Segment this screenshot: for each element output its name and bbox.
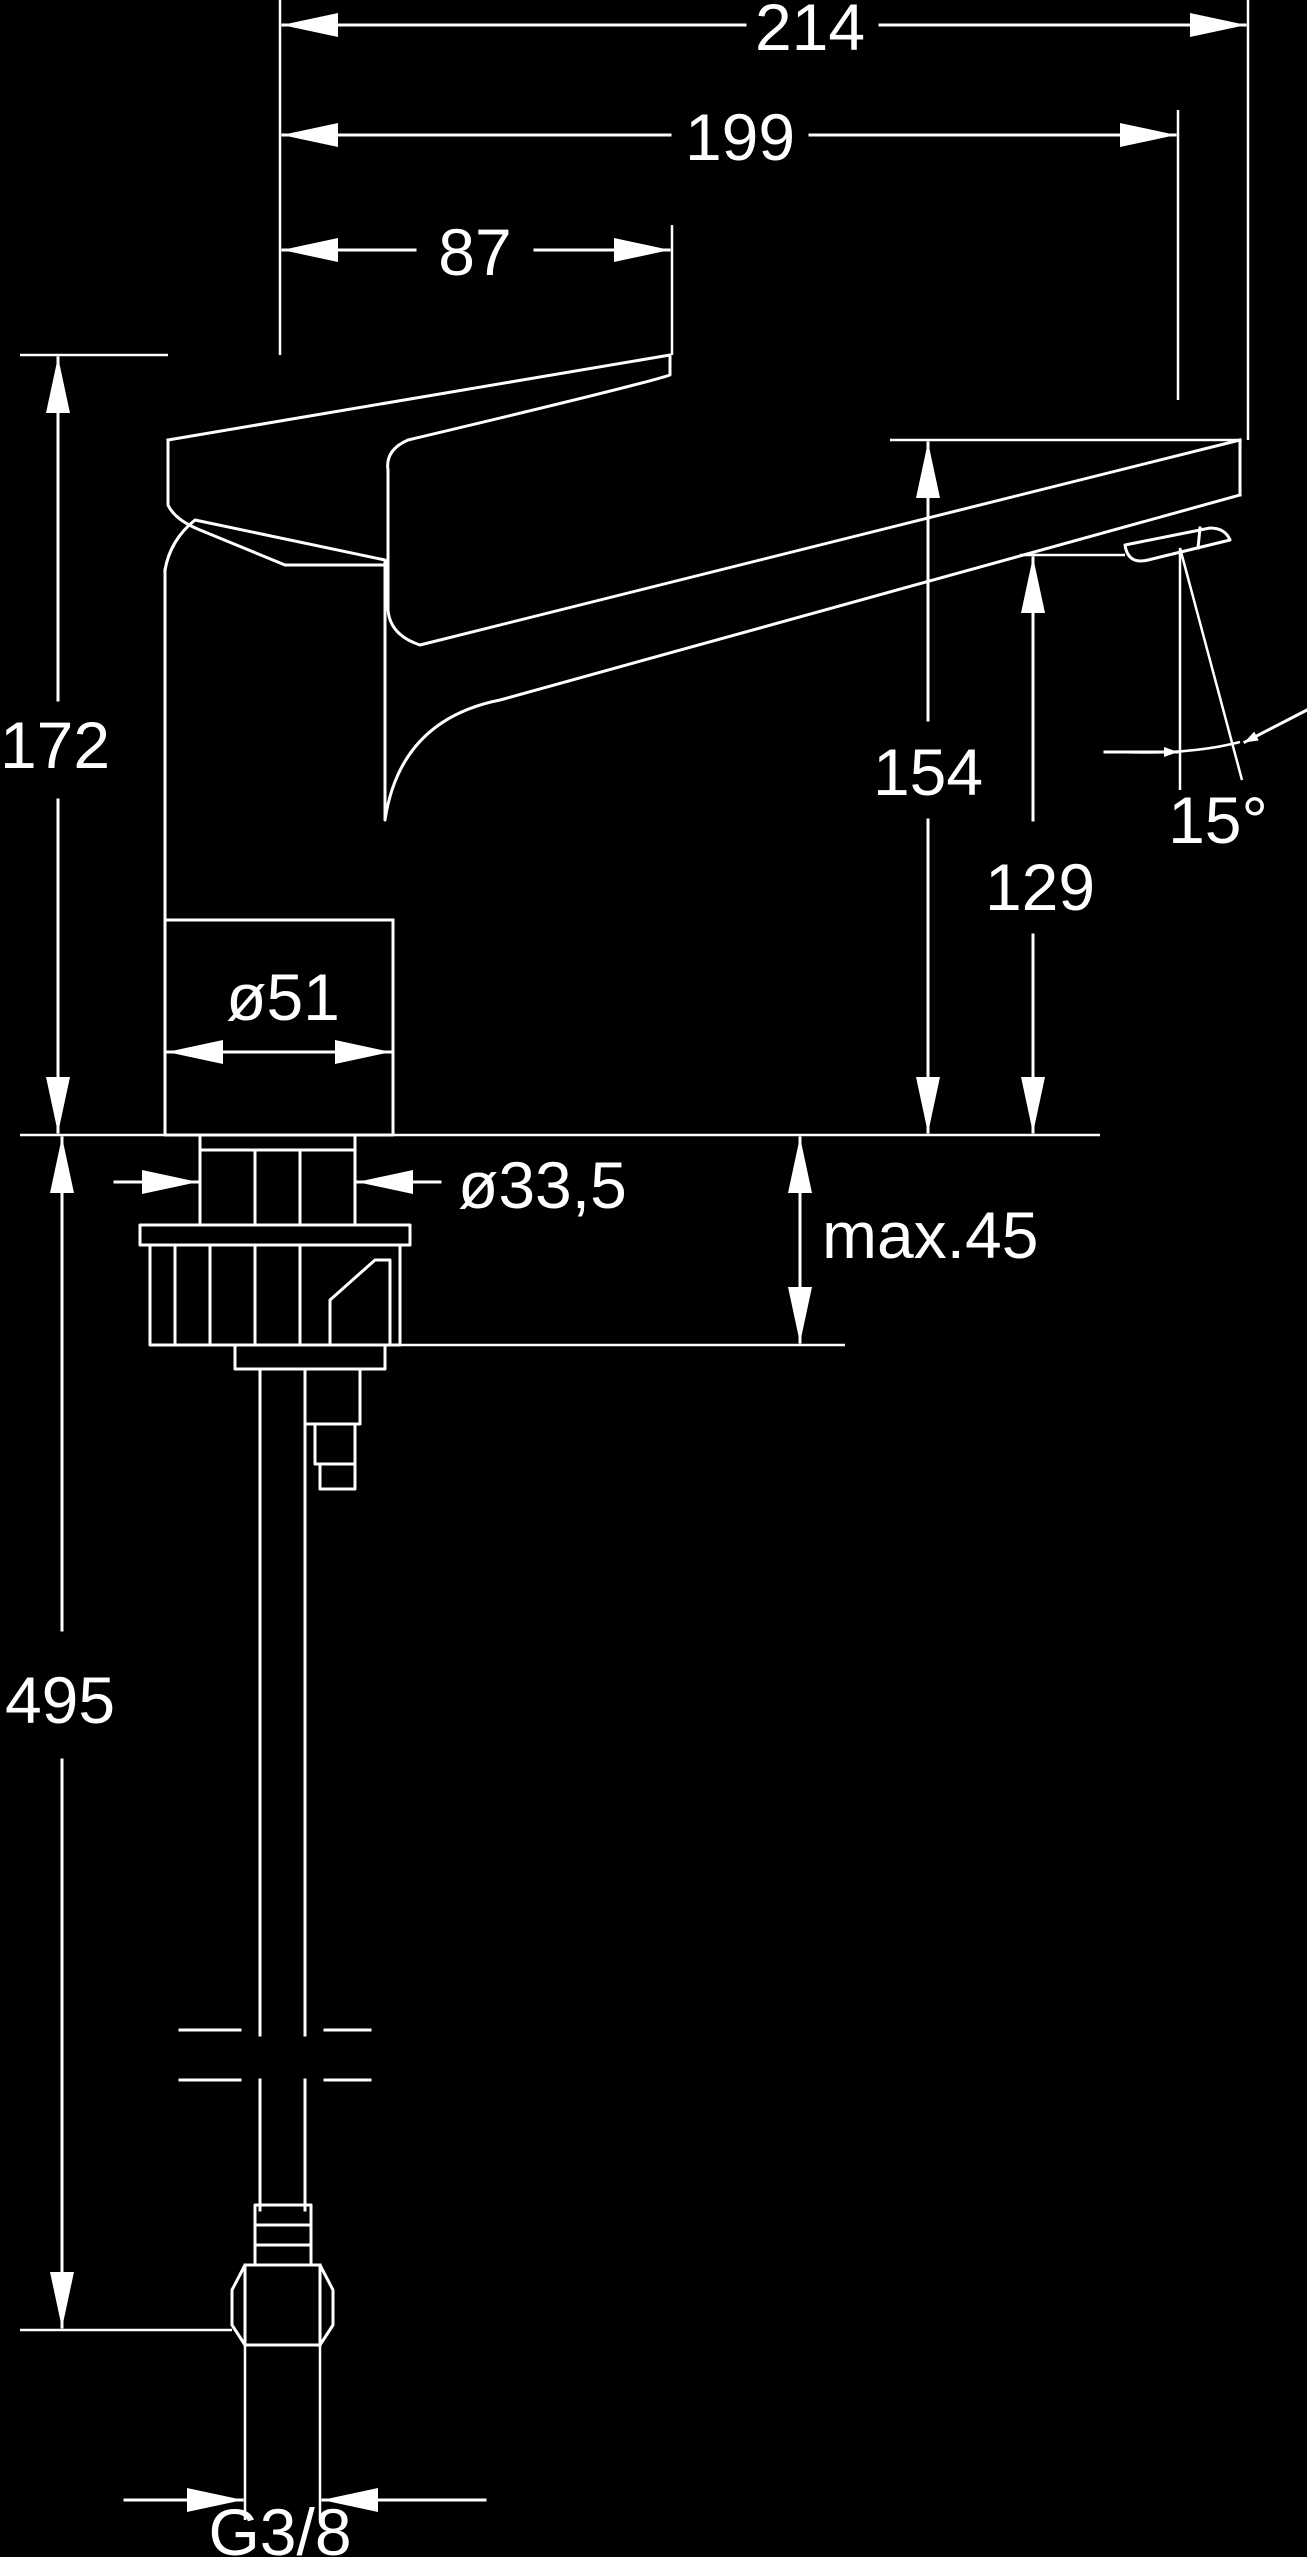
supply-hose (178, 1367, 372, 2212)
faucet-lever (166, 353, 1242, 647)
label-spout-reach: 199 (685, 100, 795, 174)
label-hose-length: 495 (5, 1663, 115, 1737)
label-max-deck-thickness: max.45 (822, 1198, 1038, 1272)
label-lever-reach: 87 (438, 215, 511, 289)
extension-lines (20, 0, 1250, 2520)
label-outlet-height: 129 (985, 850, 1095, 924)
cartridge-connector (303, 1367, 362, 1491)
mounting-nut (138, 1223, 412, 1371)
label-total-height: 172 (0, 708, 110, 782)
label-overall-length: 214 (755, 0, 865, 64)
label-outlet-angle: 15° (1168, 783, 1268, 857)
hose-fitting (230, 2203, 335, 2347)
label-body-diameter: ø51 (226, 960, 340, 1034)
label-connection-thread: G3/8 (208, 2495, 351, 2557)
label-spout-top-height: 154 (873, 735, 983, 809)
label-mounting-hole-diameter: ø33,5 (458, 1148, 627, 1222)
spout-aerator (1123, 526, 1232, 563)
dimension-lines (46, 12, 1307, 2512)
dimension-labels: 214 199 87 172 154 129 15° ø51 ø33,5 max… (0, 0, 1268, 2557)
mounting-shank (198, 1148, 357, 1227)
